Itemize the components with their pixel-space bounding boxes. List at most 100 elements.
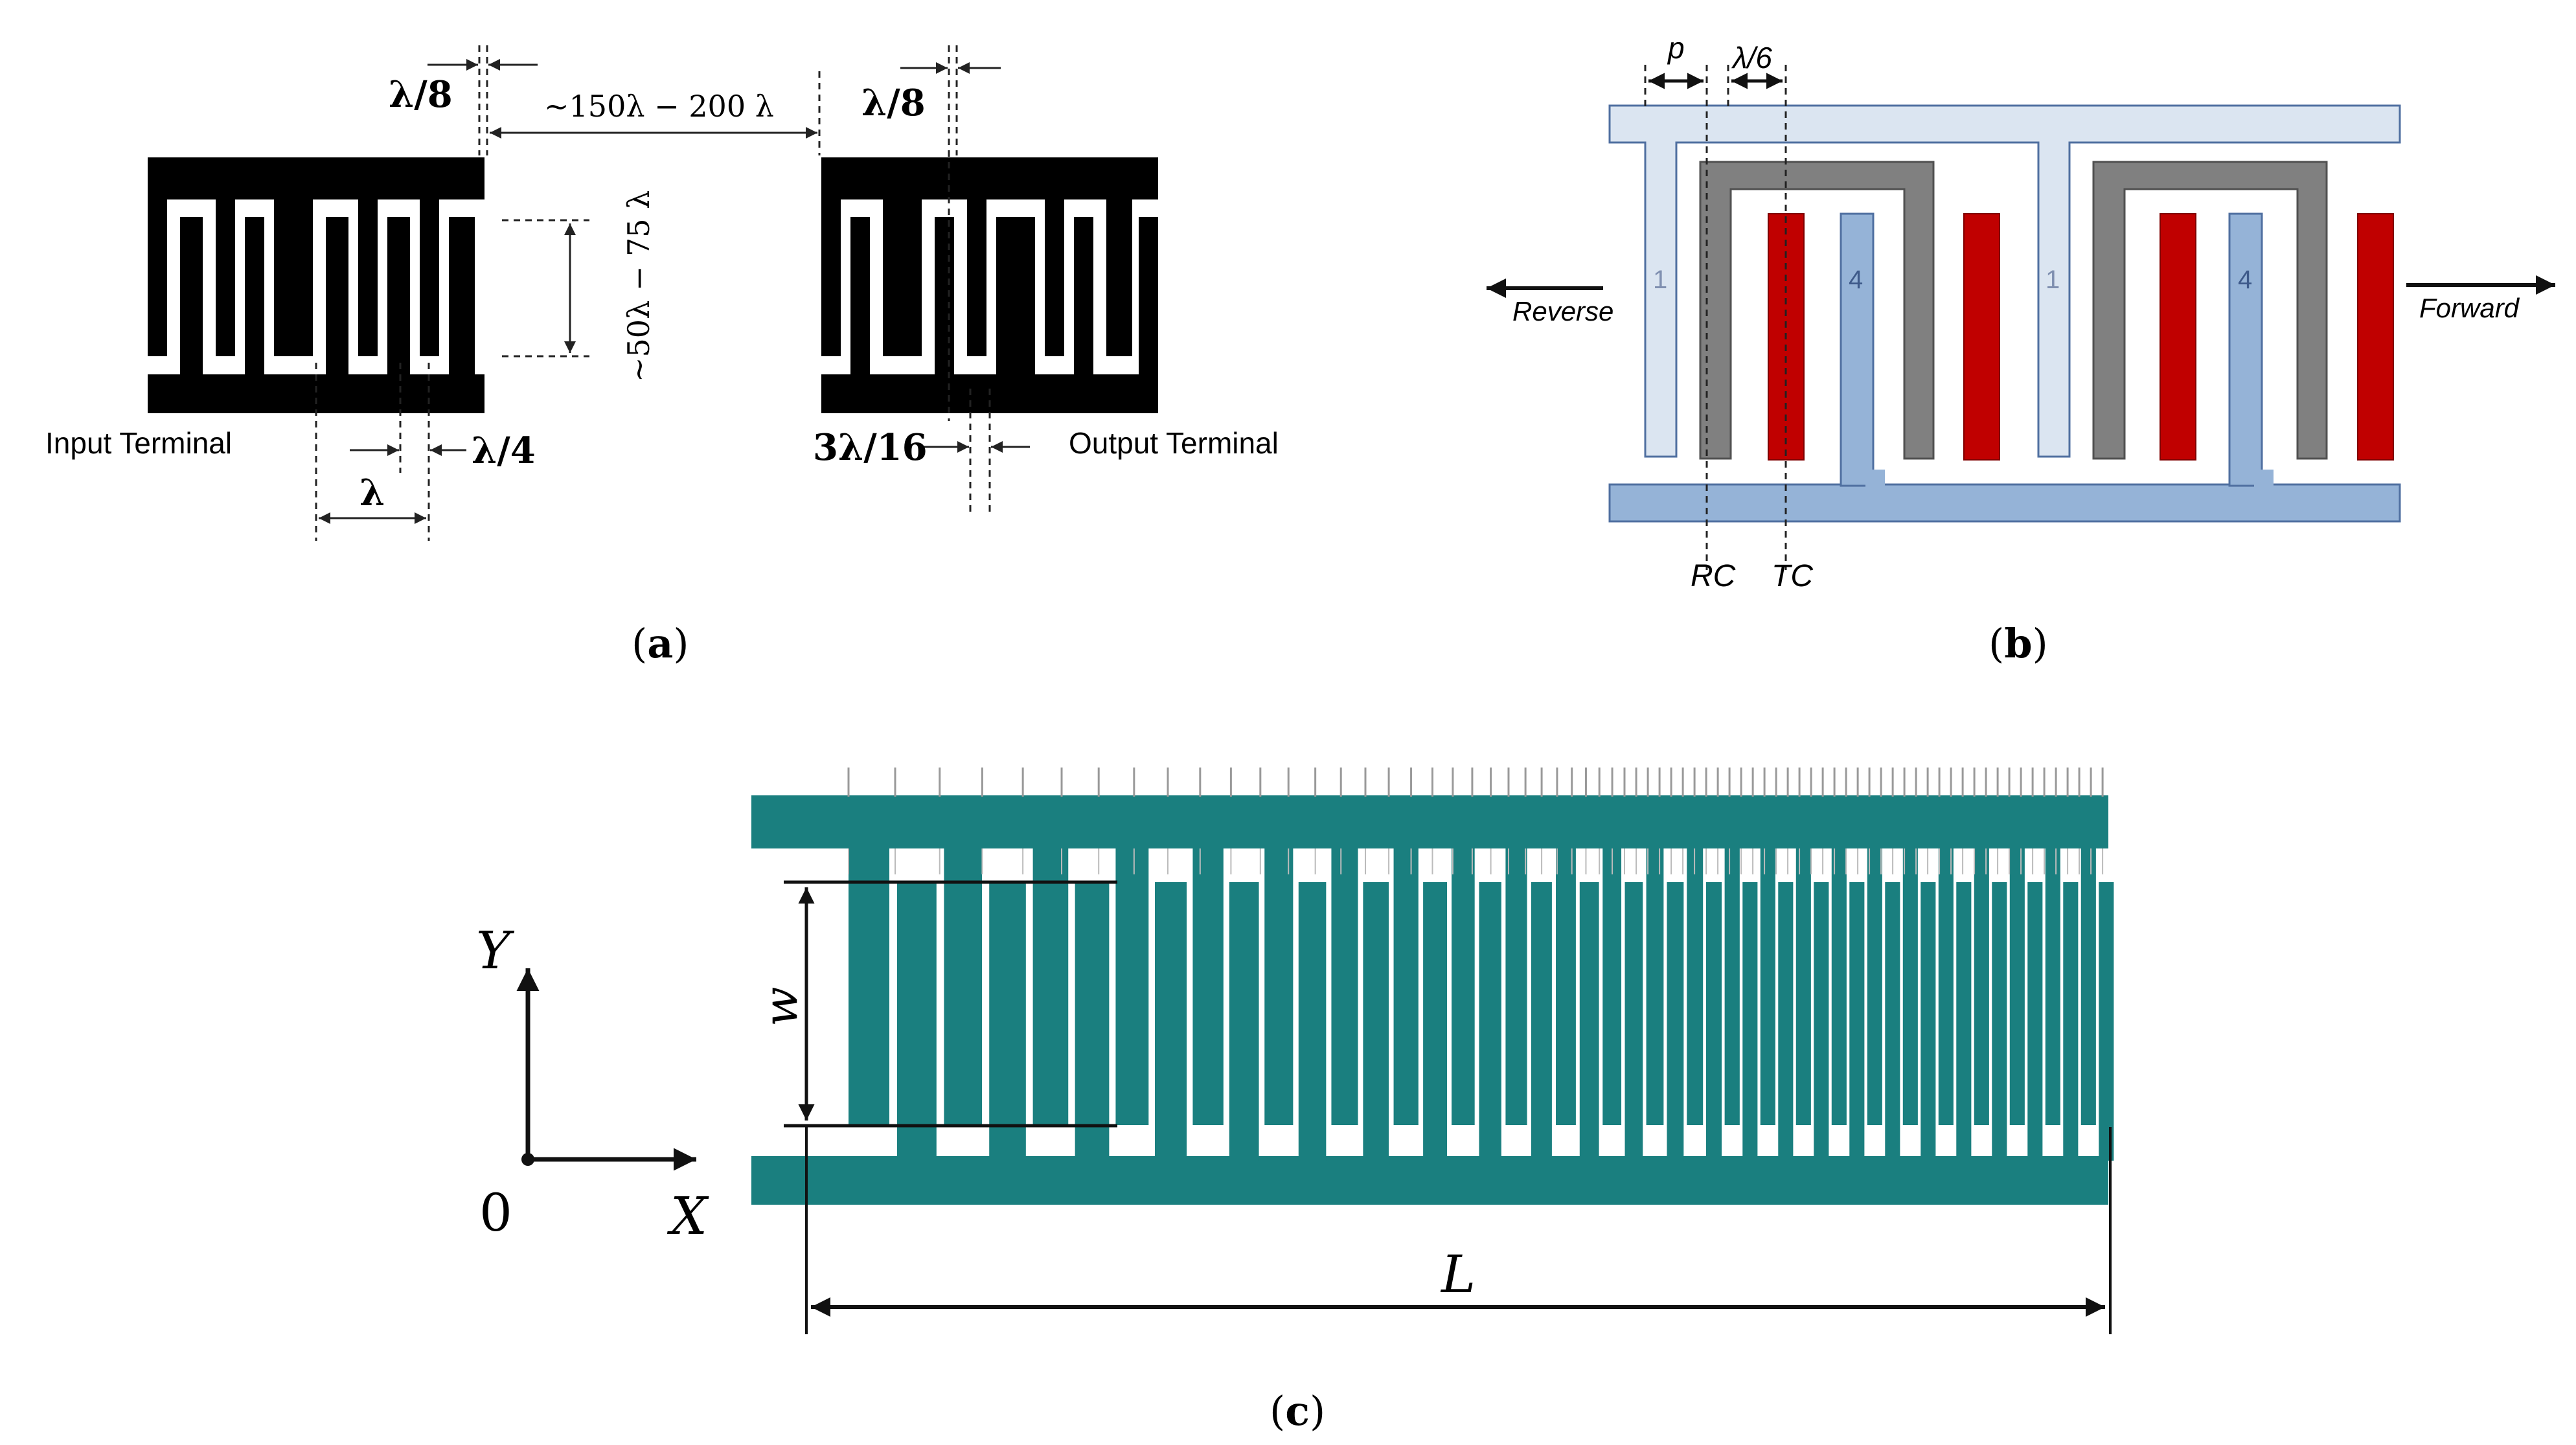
output-terminal-label: Output Terminal (1069, 426, 1279, 460)
idt-finger (1579, 882, 1599, 1161)
gap-range-label: ~150λ − 200 λ (544, 89, 774, 124)
idt-finger (2027, 882, 2043, 1161)
idt-finger (821, 194, 841, 356)
idt-finger (1795, 845, 1811, 1125)
panel-a-letter: a (647, 620, 673, 667)
idt-finger (1646, 845, 1664, 1125)
lambda-label: λ (359, 472, 385, 514)
idt-finger (1687, 845, 1704, 1125)
idt-finger (2099, 882, 2114, 1161)
lower-finger (2228, 212, 2263, 487)
idt-finger (1032, 845, 1069, 1125)
finger-ticks (847, 768, 2104, 874)
idt-finger (2063, 882, 2079, 1161)
idt-finger (449, 217, 475, 379)
idt-finger (1139, 217, 1158, 379)
idt-finger (1192, 845, 1224, 1125)
idt-finger (245, 217, 264, 379)
idt-finger (1106, 194, 1132, 356)
idt-finger (1298, 882, 1327, 1161)
idt-finger (1452, 845, 1475, 1125)
idt-finger (387, 217, 410, 379)
idt-finger (1602, 845, 1622, 1125)
idt-finger (2045, 845, 2060, 1125)
idt-finger (2080, 845, 2096, 1125)
top-busbar (751, 795, 2108, 848)
panel-c: Y X 0 w L (c) (476, 768, 2114, 1435)
red-electrode (2357, 213, 2394, 461)
idt-finger (849, 845, 889, 1125)
origin-label: 0 (479, 1183, 512, 1243)
idt-finger (935, 217, 954, 379)
idt-finger (1393, 845, 1419, 1125)
finger-number: 1 (1653, 266, 1667, 294)
idt-finger (1849, 882, 1865, 1161)
idt-finger (1921, 882, 1936, 1161)
idt-finger (1867, 845, 1882, 1125)
panel-c-caption: (c) (1270, 1387, 1325, 1435)
idt-finger (996, 217, 1035, 379)
finger-number: 4 (1849, 266, 1863, 294)
chirped-idt (751, 795, 2114, 1205)
idt-finger (1760, 845, 1775, 1125)
lambda-8-right-label: λ/8 (861, 82, 926, 124)
input-terminal-label: Input Terminal (45, 426, 232, 460)
idt-finger (1363, 882, 1389, 1161)
x-axis-label: X (667, 1186, 709, 1246)
idt-finger (1624, 882, 1643, 1161)
panel-b-letter: b (2004, 620, 2032, 667)
finger-number: 4 (2238, 266, 2252, 294)
idt-finger (1885, 882, 1900, 1161)
panel-a: λ/8 ~150λ − 200 λ λ/8 ~50λ − 75 λ λ/4 λ … (45, 45, 1279, 667)
p-label: p (1667, 31, 1685, 65)
lambda-6-label: λ/6 (1731, 41, 1772, 74)
idt-finger (1974, 845, 1989, 1125)
idt-finger (1992, 882, 2007, 1161)
reverse-label: Reverse (1512, 296, 1613, 326)
idt-finger (216, 194, 235, 356)
l-label: L (1440, 1244, 1476, 1304)
idt-finger (1705, 882, 1722, 1161)
lower-finger (1840, 212, 1875, 487)
origin-dot (521, 1153, 534, 1166)
finger-number: 1 (2046, 266, 2060, 294)
idt-finger (148, 194, 167, 356)
idt-finger (967, 194, 986, 356)
idt-finger (1742, 882, 1758, 1161)
idt-finger (1045, 194, 1064, 356)
y-axis-label: Y (476, 920, 515, 981)
idt-finger (274, 194, 313, 356)
grey-reflector-1 (1699, 161, 1935, 460)
lower-busbar (1608, 483, 2401, 523)
idt-finger (883, 194, 922, 356)
idt-finger (1154, 882, 1187, 1161)
upper-busbar (1608, 104, 2401, 458)
idt-finger (1956, 882, 1972, 1161)
idt-finger (2009, 845, 2025, 1125)
panel-c-letter: c (1285, 1387, 1310, 1435)
three-lambda-16-label: 3λ/16 (813, 426, 928, 469)
idt-finger (1531, 882, 1552, 1161)
panel-b: 1 4 1 4 p λ/6 Reverse Forward RC TC (b) (1487, 31, 2555, 667)
idt-finger (1331, 845, 1358, 1125)
idt-finger (1075, 882, 1110, 1161)
idt-finger (180, 217, 203, 379)
aperture-range-label: ~50λ − 75 λ (621, 190, 656, 382)
lambda-8-left-label: λ/8 (389, 73, 453, 116)
idt-finger (358, 194, 378, 356)
idt-finger (1938, 845, 1954, 1125)
idt-finger (1902, 845, 1918, 1125)
idt-finger (1778, 882, 1794, 1161)
idt-finger (1814, 882, 1829, 1161)
rc-label: RC (1691, 559, 1736, 593)
red-electrode (2160, 213, 2196, 461)
top-busbar (821, 157, 1158, 199)
tc-label: TC (1772, 559, 1813, 593)
idt-finger (850, 217, 870, 379)
w-label: w (753, 986, 808, 1027)
idt-finger (326, 217, 348, 379)
idt-finger (1074, 217, 1093, 379)
idt-finger (944, 845, 983, 1125)
idt-finger (1423, 882, 1448, 1161)
